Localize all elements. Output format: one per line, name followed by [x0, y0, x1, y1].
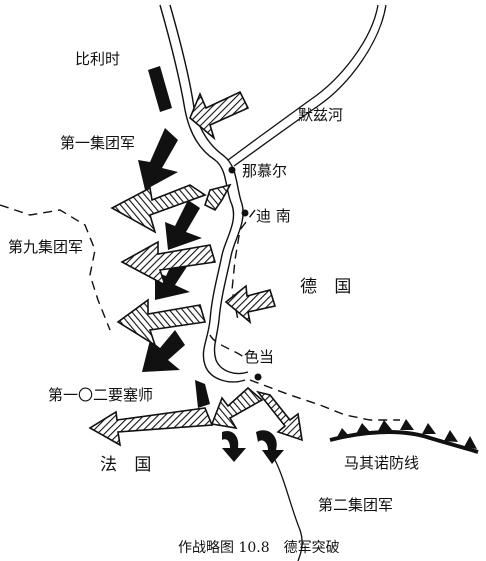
label-ninth-army-group: 第九集团军 [8, 238, 83, 256]
sedan-dot [254, 373, 262, 381]
map-caption: 作战略图 10.8 德军突破 [178, 540, 340, 556]
label-sedan: 色当 [244, 348, 274, 366]
label-belgium: 比利时 [75, 50, 120, 68]
label-germany: 德 国 [300, 277, 357, 297]
label-meuse: 默兹河 [298, 106, 343, 124]
maginot-line [329, 419, 479, 454]
label-102-division: 第一〇二要塞师 [48, 386, 153, 404]
label-france: 法 国 [100, 455, 157, 475]
label-second-army-group: 第二集团军 [318, 496, 393, 514]
label-dinant: 迪 南 [256, 207, 291, 225]
label-namur: 那慕尔 [242, 162, 287, 180]
french-arrows [88, 90, 303, 447]
south-river [274, 459, 303, 561]
label-first-army-group: 第一集团军 [60, 134, 135, 152]
label-maginot: 马其诺防线 [344, 454, 419, 472]
namur-dot [228, 166, 236, 174]
breakthrough-arrows [222, 430, 284, 464]
dinant-dot [241, 209, 249, 217]
tributary-river [227, 4, 387, 167]
